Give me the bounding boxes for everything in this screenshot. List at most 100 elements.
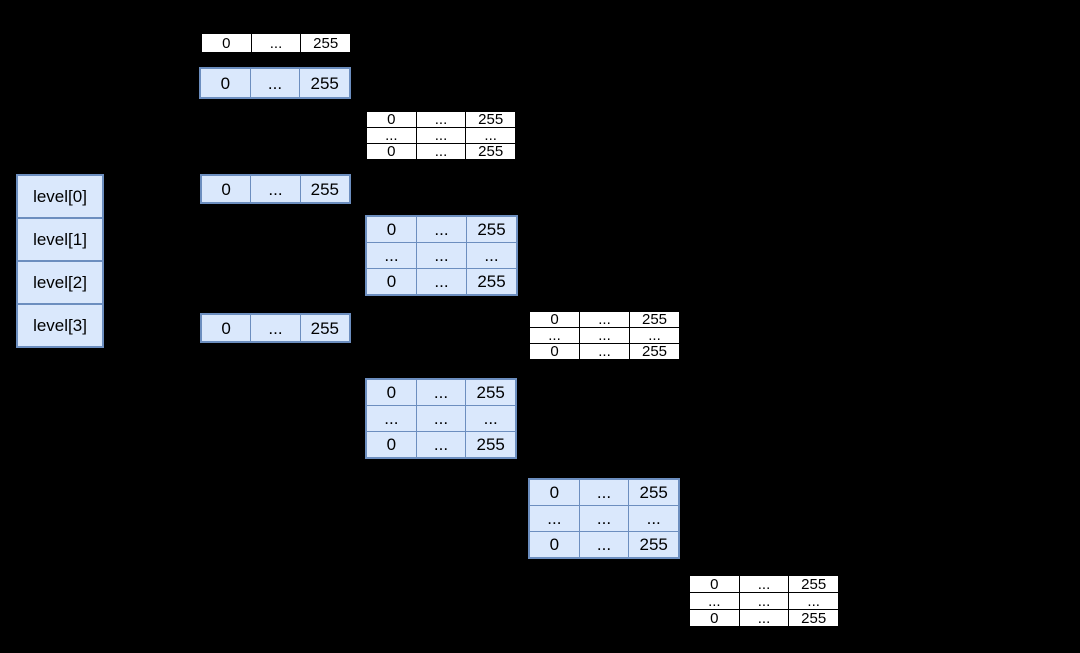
level-index-label: level[3] [16, 303, 104, 348]
level0-page-table-blue-3: 0...255 [200, 313, 351, 343]
page-table-cell: 255 [629, 343, 680, 360]
page-table-cell: ... [465, 127, 517, 144]
page-table-cell: 0 [366, 268, 417, 295]
page-table-row: 0...255 [201, 33, 352, 53]
page-table-cell: ... [416, 216, 467, 243]
page-table-cell: ... [529, 327, 580, 344]
page-table-cell: 255 [466, 216, 517, 243]
page-table-cell: 0 [529, 311, 580, 328]
level0-page-table-blue-2: 0...255 [200, 174, 351, 204]
page-table-cell: ... [738, 609, 790, 627]
page-table-row: ......... [366, 405, 517, 432]
page-table-cell: 255 [629, 311, 680, 328]
page-table-cell: ... [415, 143, 467, 160]
page-table-row: 0...255 [200, 68, 351, 98]
page-table-cell: ... [415, 111, 467, 128]
page-table-cell: 0 [689, 575, 740, 593]
page-table-cell: ... [529, 505, 580, 532]
page-table-cell: ... [416, 268, 467, 295]
level0-page-table-blue-1: 0...255 [199, 67, 351, 99]
page-table-row: 0...255 [366, 379, 517, 406]
page-table-cell: ... [250, 314, 301, 342]
page-table-cell: ... [249, 68, 301, 98]
page-table-cell: 0 [529, 343, 580, 360]
page-table-cell: 255 [628, 531, 680, 558]
page-table-cell: ... [578, 479, 630, 506]
page-table-cell: ... [415, 405, 467, 432]
page-table-row: 0...255 [689, 609, 840, 627]
page-table-cell: ... [578, 531, 630, 558]
page-table-cell: 255 [788, 609, 840, 627]
page-table-cell: ... [415, 431, 467, 458]
page-table-cell: ... [250, 175, 301, 203]
page-table-row: 0...255 [201, 314, 350, 342]
page-table-cell: 0 [366, 143, 417, 160]
page-table-cell: 0 [366, 216, 417, 243]
page-table-cell: 0 [689, 609, 740, 627]
page-table-cell: 255 [299, 68, 351, 98]
page-table-cell: 0 [366, 111, 417, 128]
page-table-cell: ... [689, 592, 740, 610]
page-table-cell: 255 [788, 575, 840, 593]
page-table-row: 0...255 [366, 143, 517, 160]
page-table-cell: 0 [200, 68, 251, 98]
level-index-label: level[2] [16, 260, 104, 305]
level-index-box: level[0]level[1]level[2]level[3] [16, 174, 104, 348]
page-table-row: 0...255 [366, 431, 517, 458]
level1-page-table-blue-2: 0...255.........0...255 [365, 378, 517, 459]
page-table-cell: 0 [201, 175, 252, 203]
page-table-row: 0...255 [529, 479, 680, 506]
page-table-cell: ... [738, 575, 790, 593]
page-table-cell: 255 [465, 379, 517, 406]
page-table-cell: ... [738, 592, 790, 610]
page-table-row: ......... [366, 127, 517, 144]
level1-page-table-white: 0...255.........0...255 [365, 110, 517, 161]
page-table-cell: ... [579, 343, 630, 360]
page-table-cell: 0 [366, 379, 417, 406]
page-table-cell: ... [629, 327, 680, 344]
page-table-cell: 255 [628, 479, 680, 506]
page-table-row: 0...255 [689, 575, 840, 593]
page-table-row: 0...255 [366, 216, 517, 243]
page-table-cell: ... [415, 127, 467, 144]
page-table-cell: ... [628, 505, 680, 532]
page-table-cell: ... [366, 242, 417, 269]
page-table-cell: ... [415, 379, 467, 406]
page-table-cell: ... [579, 311, 630, 328]
page-table-row: 0...255 [529, 343, 680, 360]
page-table-cell: ... [465, 405, 517, 432]
level3-page-table-white: 0...255.........0...255 [688, 574, 840, 628]
page-table-cell: 0 [366, 431, 417, 458]
page-table-row: 0...255 [529, 311, 680, 328]
page-table-cell: ... [250, 33, 302, 53]
page-table-cell: 0 [201, 33, 252, 53]
page-table-cell: ... [578, 505, 630, 532]
page-table-row: ......... [689, 592, 840, 610]
page-table-cell: 0 [529, 531, 580, 558]
page-table-cell: 255 [299, 175, 350, 203]
page-table-cell: ... [466, 242, 517, 269]
page-table-cell: 255 [465, 143, 517, 160]
page-table-cell: 255 [465, 111, 517, 128]
page-table-cell: 255 [300, 33, 352, 53]
page-table-row: 0...255 [366, 268, 517, 295]
page-table-row: ......... [366, 242, 517, 269]
level2-page-table-white: 0...255.........0...255 [528, 310, 681, 361]
level0-page-table-white: 0...255 [200, 32, 352, 54]
page-table-row: ......... [529, 327, 680, 344]
level2-page-table-blue: 0...255.........0...255 [528, 478, 680, 559]
page-table-cell: 0 [201, 314, 252, 342]
page-table-cell: ... [416, 242, 467, 269]
page-table-cell: ... [366, 405, 417, 432]
level1-page-table-blue-1: 0...255.........0...255 [365, 215, 518, 296]
page-table-row: 0...255 [366, 111, 517, 128]
page-table-row: ......... [529, 505, 680, 532]
level-index-label: level[1] [16, 217, 104, 262]
level-index-label: level[0] [16, 174, 104, 219]
page-table-row: 0...255 [529, 531, 680, 558]
page-table-cell: 255 [466, 268, 517, 295]
page-table-cell: 255 [299, 314, 350, 342]
page-table-cell: ... [788, 592, 840, 610]
page-table-cell: ... [366, 127, 417, 144]
